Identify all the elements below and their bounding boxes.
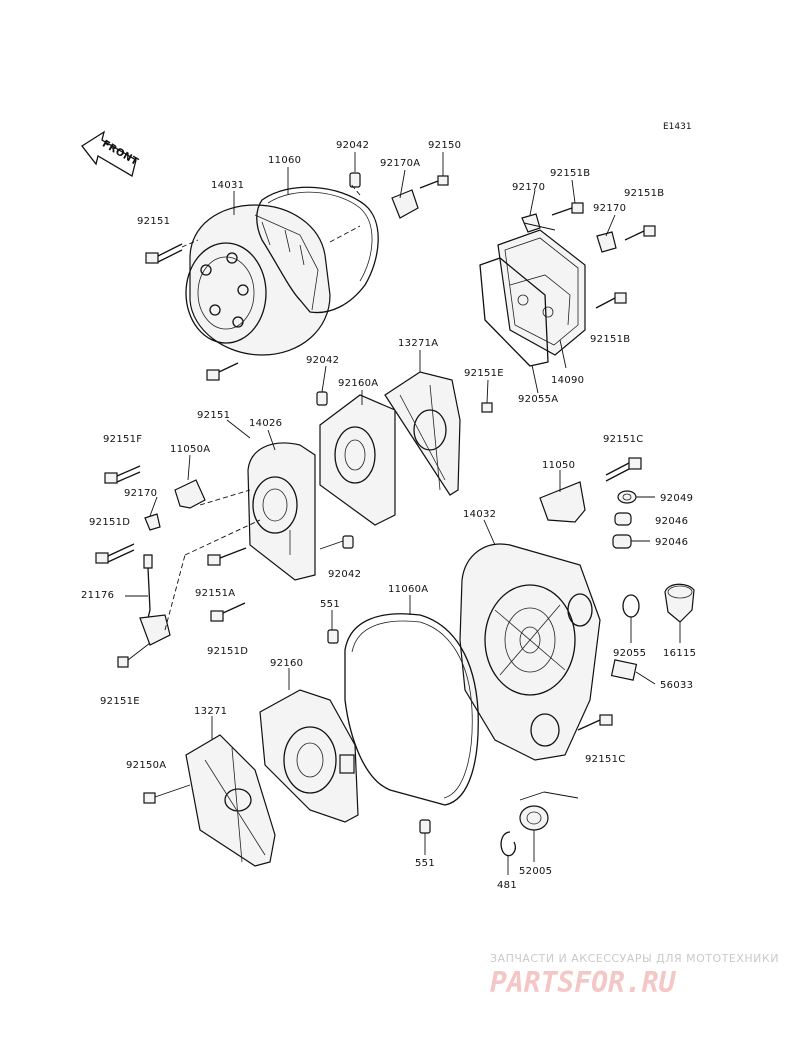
bolt-92150a [143, 792, 156, 804]
label-16115: 16115 [663, 648, 696, 659]
label-92151c-low: 92151C [585, 754, 626, 765]
label-92042-mid: 92042 [306, 355, 339, 366]
label-551-top: 551 [320, 599, 340, 610]
bolt-bottom-14031 [206, 362, 239, 381]
label-92151c-top: 92151C [603, 434, 644, 445]
label-92042-top: 92042 [336, 140, 369, 151]
gasket-11060 [256, 186, 379, 314]
front-label: FRONT [100, 139, 140, 168]
label-92151b-low: 92151B [590, 334, 630, 345]
label-92055: 92055 [613, 648, 646, 659]
label-92151e-top: 92151E [464, 368, 504, 379]
label-92170-left: 92170 [124, 488, 157, 499]
bolt-92150 [419, 175, 449, 189]
label-92042-low: 92042 [328, 569, 361, 580]
label-14032: 14032 [463, 509, 496, 520]
label-13271a: 13271A [398, 338, 438, 349]
dowel-pin-mid-icon [316, 391, 328, 406]
shield-13271 [185, 734, 276, 867]
label-92046-a: 92046 [655, 516, 688, 527]
circlip-481 [500, 831, 516, 857]
bracket-11050a [174, 479, 206, 509]
label-14026: 14026 [249, 418, 282, 429]
label-92150a: 92150A [126, 760, 166, 771]
label-92151d-low: 92151D [207, 646, 248, 657]
gasket-11060a [344, 613, 479, 806]
watermark-logo: PARTSFOR.RU [490, 966, 677, 999]
watermark-tagline: ЗАПЧАСТИ И АКСЕССУАРЫ ДЛЯ МОТОТЕХНИКИ [490, 952, 779, 965]
bushing-92046-a [614, 512, 632, 526]
oil-seal-52005 [519, 805, 549, 831]
label-11050: 11050 [542, 460, 575, 471]
clutch-cover-14032 [459, 543, 601, 761]
label-92151f: 92151F [103, 434, 142, 445]
bushing-92046-b [612, 534, 632, 549]
clip-92170-top [521, 213, 541, 233]
o-ring-92055 [622, 594, 640, 618]
bolt-92151c-low [577, 714, 613, 731]
label-14031: 14031 [211, 180, 244, 191]
bolt-92151c-top [605, 457, 642, 482]
label-21176: 21176 [81, 590, 114, 601]
label-551-low: 551 [415, 858, 435, 869]
label-52005: 52005 [519, 866, 552, 877]
label-56033: 56033 [660, 680, 693, 691]
bolt-92151b-low [595, 292, 627, 309]
plate-92160a [319, 394, 396, 526]
label-plate-56033 [610, 659, 638, 681]
gasket-92055a [479, 257, 549, 367]
label-92151b-right: 92151B [624, 188, 664, 199]
label-92150: 92150 [428, 140, 461, 151]
alternator-cover-14031 [185, 204, 331, 356]
label-92160: 92160 [270, 658, 303, 669]
label-14090: 14090 [551, 375, 584, 386]
cover-14026 [247, 442, 316, 581]
front-arrow-icon: FRONT [81, 130, 140, 178]
label-92170-right: 92170 [593, 203, 626, 214]
label-11060a: 11060A [388, 584, 428, 595]
bolt-92151e-top [481, 402, 493, 413]
bolt-92151e-low [117, 656, 129, 668]
label-481: 481 [497, 880, 517, 891]
bolt-92151f [104, 465, 141, 484]
dowel-551-low-icon [419, 819, 431, 834]
bolt-92151d-low [210, 602, 246, 622]
label-92049: 92049 [660, 493, 693, 504]
label-92160a: 92160A [338, 378, 378, 389]
label-92151b-top: 92151B [550, 168, 590, 179]
label-92151-mid: 92151 [197, 410, 230, 421]
label-92046-b: 92046 [655, 537, 688, 548]
label-92170a: 92170A [380, 158, 420, 169]
bracket-11050 [539, 481, 586, 523]
washer-92049 [617, 490, 637, 504]
label-92151e-low: 92151E [100, 696, 140, 707]
dowel-551-top-icon [327, 629, 339, 644]
dowel-pin-icon [349, 172, 361, 188]
label-11050a: 11050A [170, 444, 210, 455]
clip-92170-left [144, 513, 161, 531]
bolt-92151b-top [551, 202, 584, 216]
dowel-pin-low-icon [342, 535, 354, 549]
label-92055a: 92055A [518, 394, 558, 405]
label-92170-top: 92170 [512, 182, 545, 193]
label-92151d-top: 92151D [89, 517, 130, 528]
sensor-21176 [139, 554, 171, 646]
bolt-92151d-top [95, 543, 135, 564]
shield-13271a [384, 371, 461, 496]
cap-16115 [664, 583, 695, 623]
diagram-code: E1431 [663, 122, 692, 132]
clamp-92170a [391, 189, 419, 219]
plate-92160 [259, 689, 359, 823]
label-92151a: 92151A [195, 588, 235, 599]
bolt-92151a [207, 547, 247, 566]
label-13271: 13271 [194, 706, 227, 717]
bolt-92151-left [145, 243, 183, 264]
bolt-92151b-right [624, 225, 656, 241]
label-11060: 11060 [268, 155, 301, 166]
label-92151-left: 92151 [137, 216, 170, 227]
